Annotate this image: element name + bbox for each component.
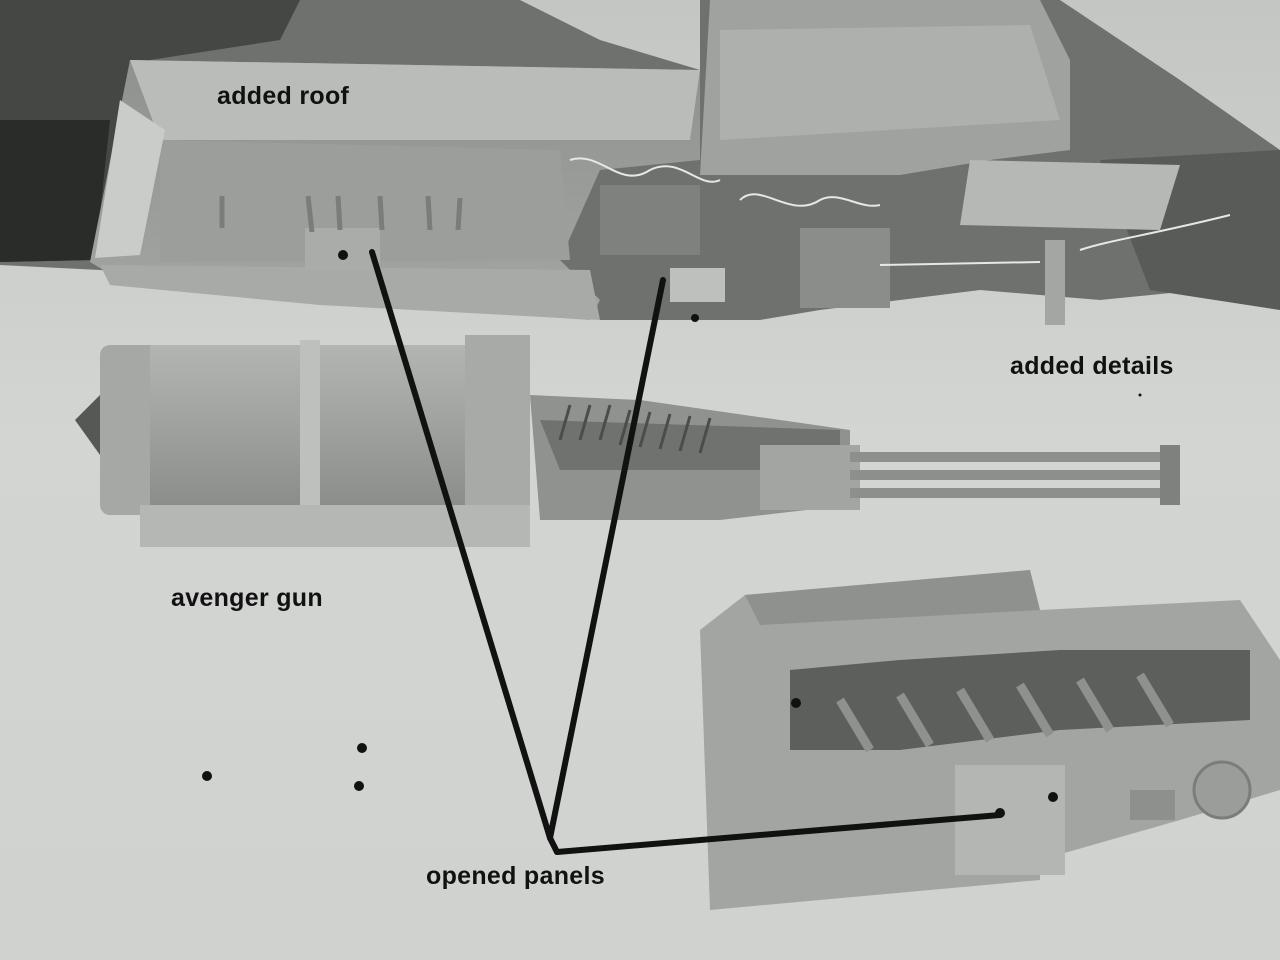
opened-panels-label: opened panels [426, 862, 605, 890]
added-wire-details [569, 157, 1231, 266]
added-roof-label: added roof [217, 82, 350, 110]
pointer-lines [369, 249, 1003, 855]
avenger-gun-model [75, 335, 1180, 547]
marker-dots [202, 250, 1142, 818]
added-details-label: added details [1010, 352, 1174, 380]
upper-fuselage-part [90, 60, 700, 320]
cockpit-block [600, 0, 1180, 325]
avenger-gun-label: avenger gun [171, 584, 323, 612]
lower-fuselage-part [700, 570, 1280, 910]
